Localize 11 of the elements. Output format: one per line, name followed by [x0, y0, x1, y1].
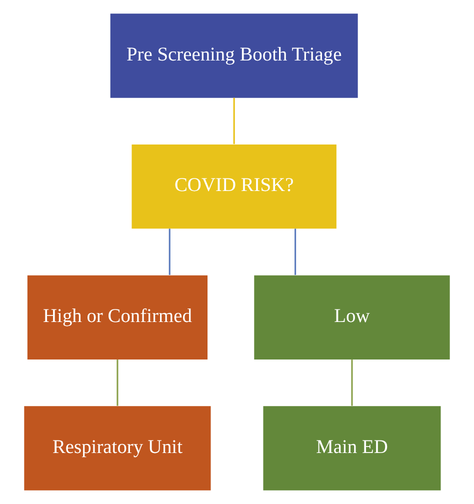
node-box: Pre Screening Booth Triage — [110, 14, 358, 98]
connector — [294, 228, 296, 275]
connector — [116, 360, 118, 406]
node-box: High or Confirmed — [27, 275, 208, 360]
connector — [168, 228, 170, 275]
node-box: COVID RISK? — [132, 144, 336, 229]
connector — [351, 360, 353, 406]
node-box: Respiratory Unit — [24, 406, 211, 490]
node-box: Main ED — [263, 406, 441, 490]
node-box: Low — [254, 275, 450, 360]
connector — [233, 98, 235, 144]
